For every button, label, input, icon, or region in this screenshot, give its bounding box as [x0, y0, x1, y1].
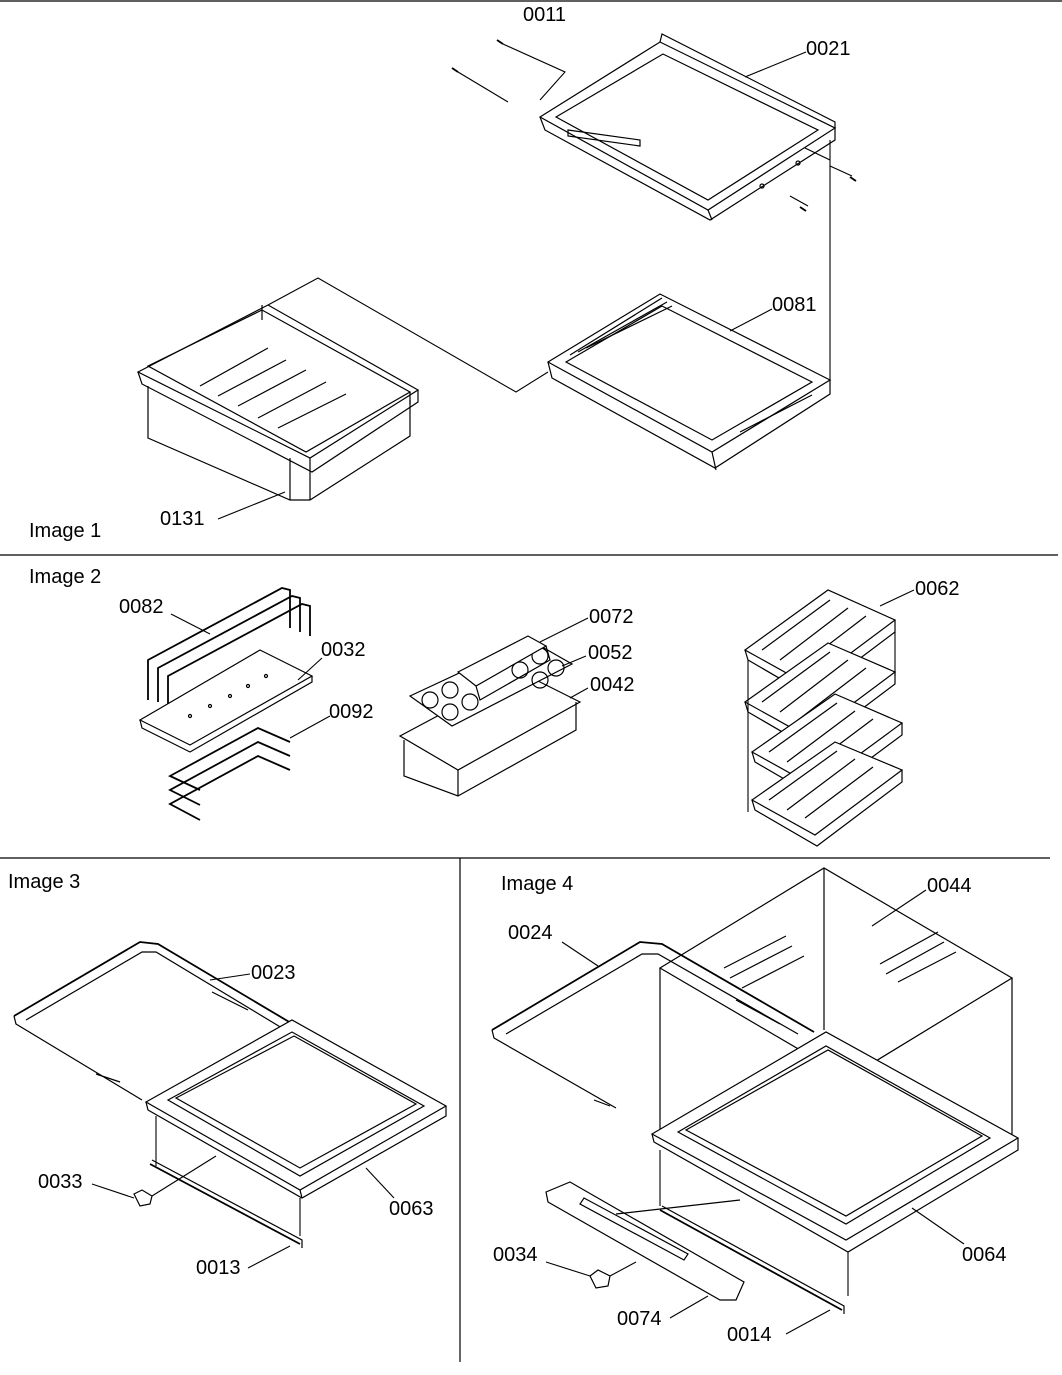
label-0062: 0062	[915, 578, 960, 600]
label-0032: 0032	[321, 639, 366, 661]
label-0021: 0021	[806, 38, 851, 60]
part-shelf-0021	[538, 33, 837, 221]
panel-image-1: Image 1	[29, 4, 857, 542]
label-0082: 0082	[119, 596, 164, 618]
label-0131: 0131	[160, 508, 205, 530]
panel-image-4: Image 4	[491, 867, 1020, 1346]
part-glass-shelf-0023	[13, 941, 297, 1101]
label-0081: 0081	[772, 294, 817, 316]
part-wires-0092	[168, 726, 291, 821]
label-0064: 0064	[962, 1244, 1007, 1266]
label-0072: 0072	[589, 606, 634, 628]
label-0074: 0074	[617, 1308, 662, 1330]
label-0023: 0023	[251, 962, 296, 984]
part-glass-shelf-0024	[491, 941, 815, 1109]
part-screws-0011	[451, 39, 857, 212]
label-0024: 0024	[508, 922, 553, 944]
part-frame-0064	[650, 1031, 1020, 1296]
part-cover-0044	[658, 867, 1014, 1178]
panel-title: Image 2	[29, 566, 101, 588]
panel-title: Image 4	[501, 873, 573, 895]
panel-title: Image 3	[8, 871, 80, 893]
part-clip-0034	[589, 1261, 637, 1289]
panel-image-3: Image 3 0023	[8, 871, 448, 1279]
part-rail-0014	[659, 1205, 845, 1314]
part-crisper-cover-0074	[545, 1181, 745, 1301]
panel-title: Image 1	[29, 520, 101, 542]
label-0092: 0092	[329, 701, 374, 723]
part-drawer-0131	[136, 277, 549, 501]
label-0052: 0052	[588, 642, 633, 664]
ice-tray	[750, 741, 904, 847]
label-0033: 0033	[38, 1171, 83, 1193]
part-egg-cover-0072	[456, 635, 551, 701]
label-0042: 0042	[590, 674, 635, 696]
label-0011: 0011	[523, 4, 566, 26]
part-frame-0081	[546, 140, 832, 471]
part-clip-0033	[133, 1155, 217, 1207]
label-0013: 0013	[196, 1257, 241, 1279]
part-wire-rack-0082	[147, 587, 311, 706]
part-frame-0063	[144, 1019, 448, 1236]
label-0034: 0034	[493, 1244, 538, 1266]
part-rail-0013	[149, 1159, 303, 1248]
part-ice-trays-0062	[743, 589, 904, 847]
label-0014: 0014	[727, 1324, 772, 1346]
label-0063: 0063	[389, 1198, 434, 1220]
part-tray-0032	[138, 649, 314, 753]
panel-image-2: Image 2	[29, 566, 960, 847]
label-0044: 0044	[927, 875, 972, 897]
